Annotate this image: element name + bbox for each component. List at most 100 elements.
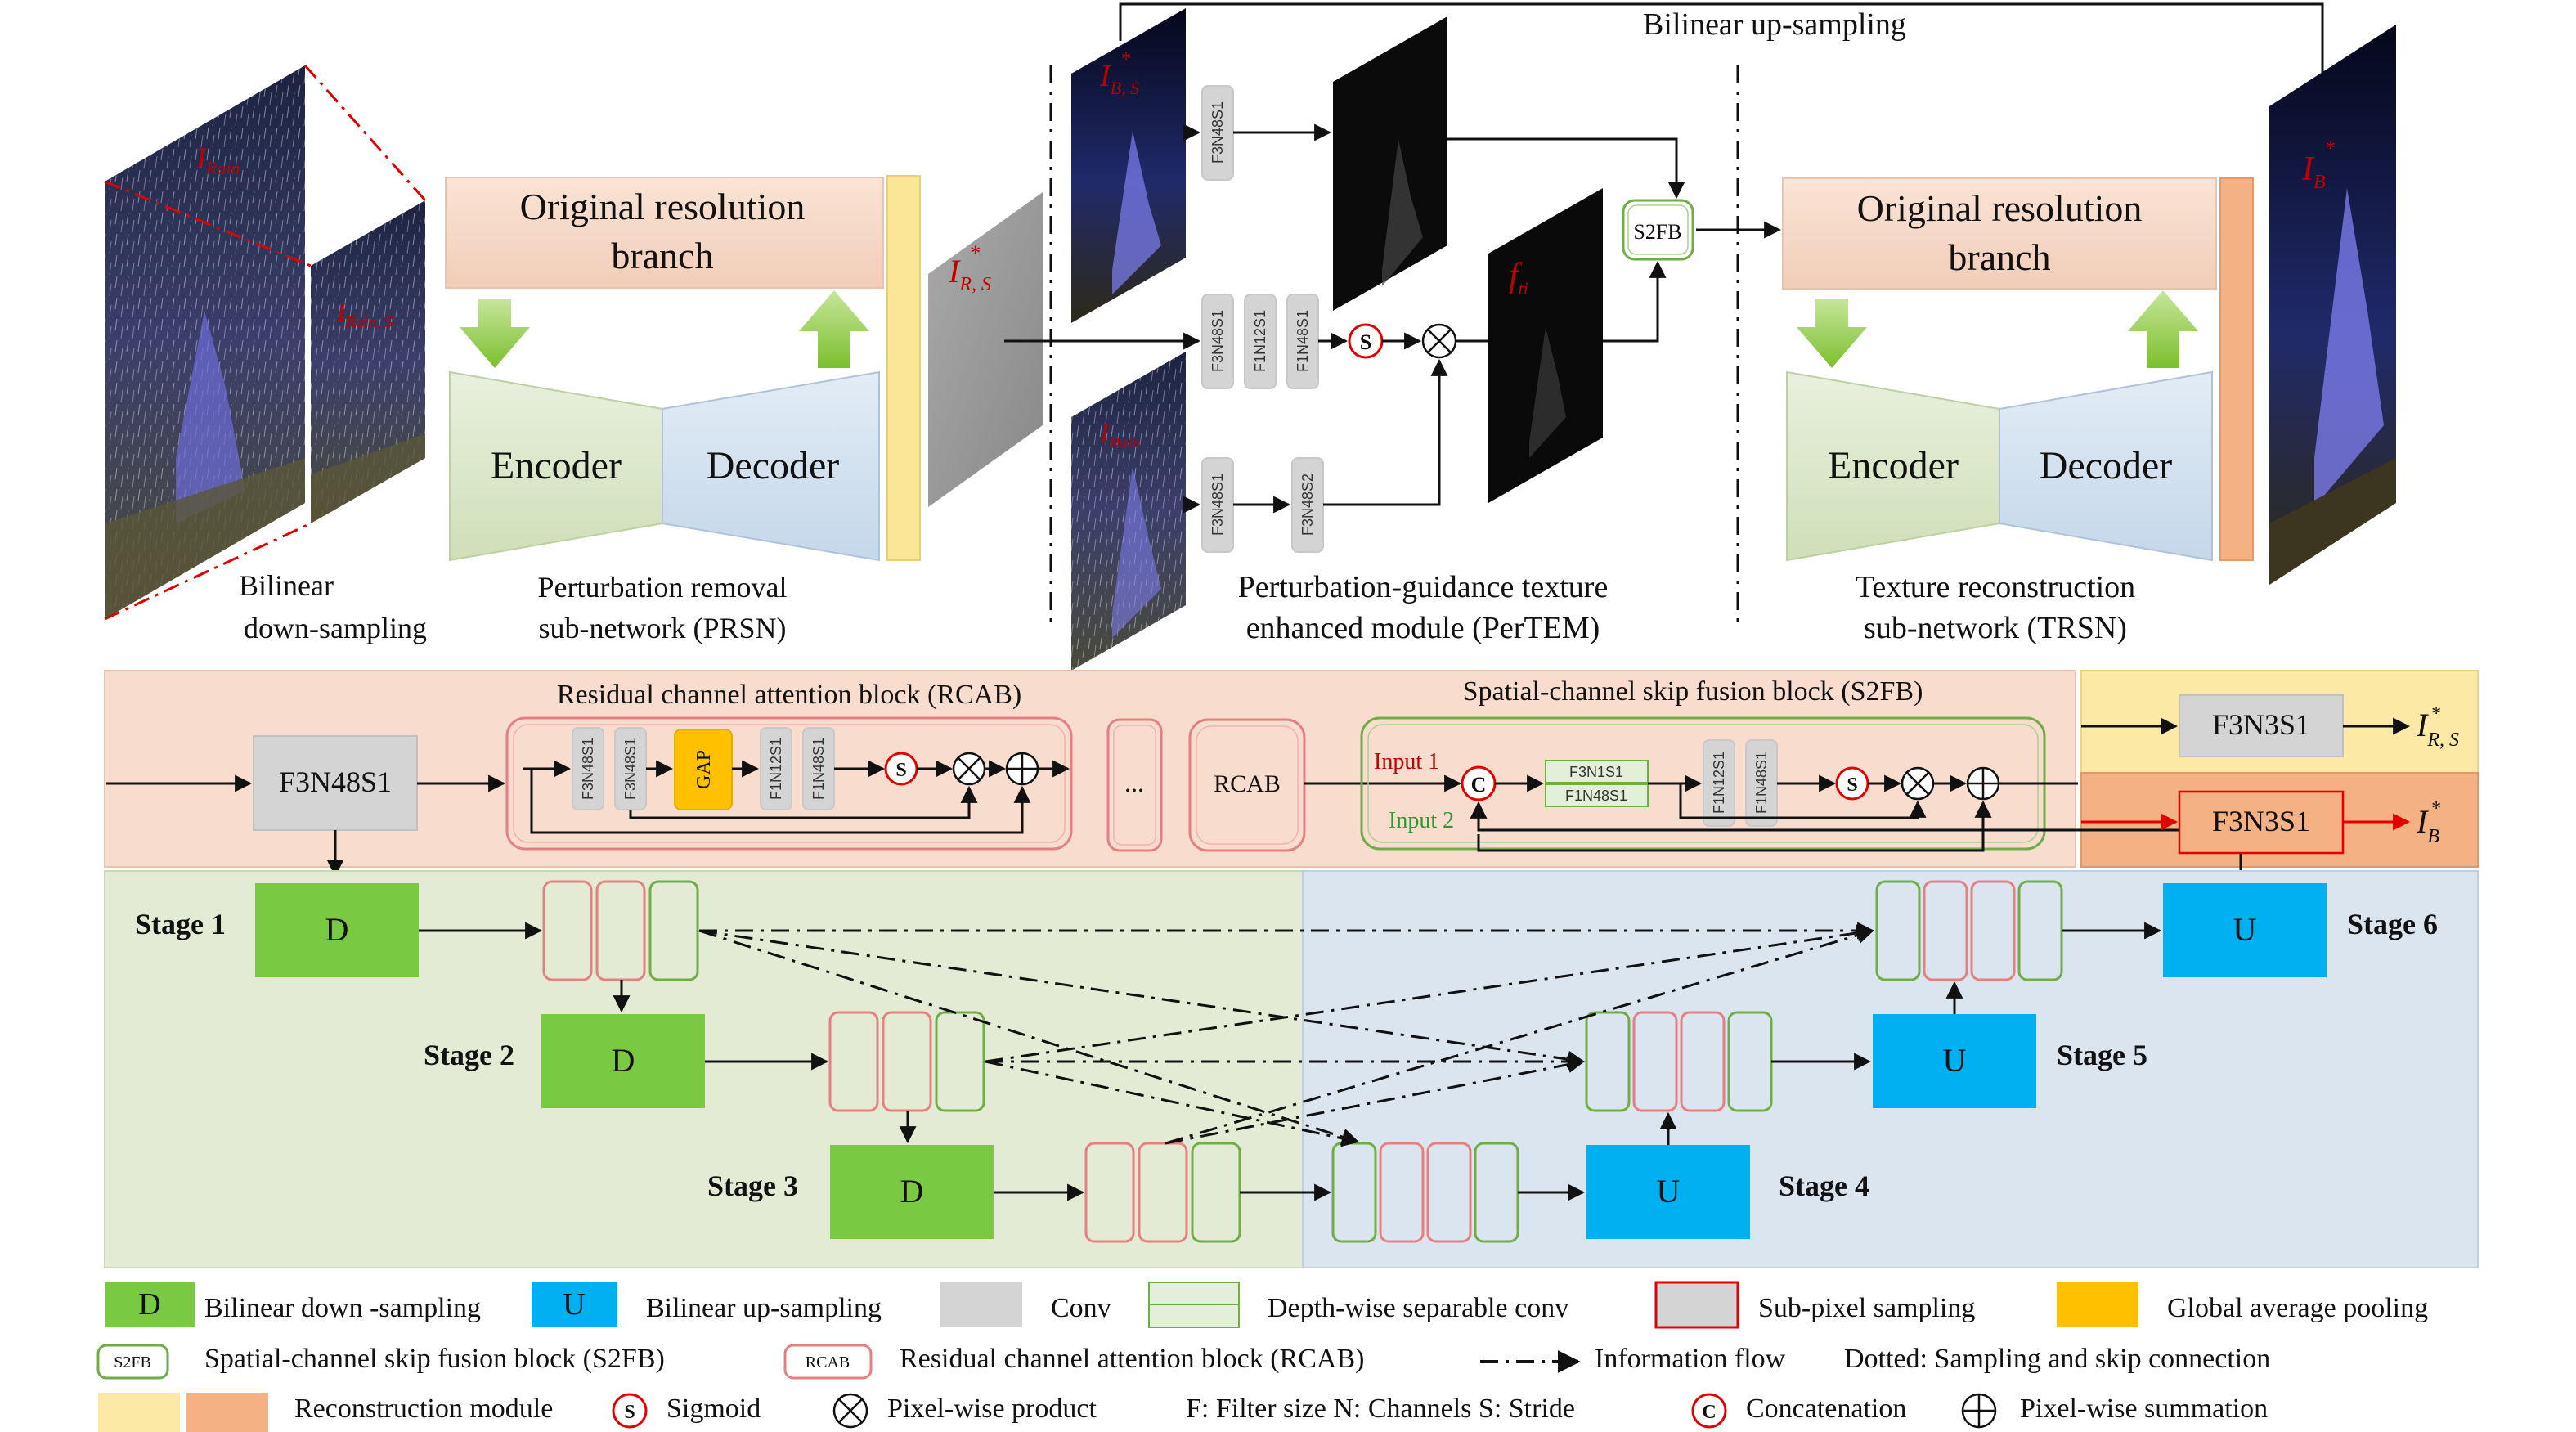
stage1-d-label: D (325, 911, 349, 948)
legend-recon-swatch-yellow (98, 1393, 180, 1432)
prsn-caption-2: sub-network (PRSN) (539, 612, 787, 644)
legend-concat-icon (1691, 1393, 1727, 1429)
prsn-decoder-label: Decoder (707, 444, 840, 487)
stage4-u-label: U (1657, 1173, 1681, 1210)
stage4-label: Stage 4 (1779, 1169, 1869, 1202)
s2fb-conv-2-label: F1N48S1 (1753, 752, 1770, 814)
trsn-up-arrow (2128, 290, 2198, 368)
trsn-decoder (1999, 370, 2213, 562)
output-image (2269, 25, 2396, 585)
pertem-feature-fti (1488, 188, 1603, 503)
legend-sigmoid-icon (612, 1393, 648, 1429)
rcab-sum-icon (1005, 752, 1039, 786)
legend-sigmoid-letter: S (624, 1402, 635, 1423)
rcab-conv-3-label: F1N12S1 (768, 738, 784, 800)
i-rain2-label: IRain (1099, 418, 1140, 452)
i-rs-star: * (969, 241, 980, 265)
rcab-conv-3[interactable] (760, 727, 792, 810)
legend-subpixel-swatch (1654, 1281, 1739, 1329)
stage6-u-label: U (2233, 911, 2257, 948)
s2fb-concat-label: C (1471, 773, 1487, 797)
recon-conv-1[interactable] (2179, 694, 2344, 757)
legend-dw-label: Depth-wise separable conv (1268, 1293, 1568, 1323)
i-b-label: IB (2301, 150, 2326, 193)
ellipsis-label: ... (1124, 768, 1144, 797)
caption-bilinear-down-1: Bilinear (239, 569, 334, 602)
prsn-branch-box (445, 177, 884, 289)
stage5-u-label: U (1943, 1042, 1967, 1079)
rcab-arrows (106, 760, 1070, 878)
legend-u-swatch (532, 1282, 617, 1327)
trsn-branch-label-1: Original resolution (1857, 187, 2143, 229)
s2fb-dw-1-label: F3N1S1 (1569, 764, 1623, 780)
pertem-conv-mid-1[interactable] (1201, 294, 1234, 389)
rcab-conv-1-label: F3N48S1 (580, 738, 596, 800)
rcab-detail-block (505, 716, 1073, 851)
rcab-conv-1[interactable] (572, 727, 604, 810)
pertem-sigmoid-label: S (1360, 330, 1371, 354)
prsn-up-arrow (799, 290, 869, 368)
rcab-title: Residual channel attention block (RCAB) (557, 680, 1021, 710)
recon-conv-2[interactable] (2178, 790, 2345, 855)
s2fb-dw-2[interactable] (1545, 783, 1649, 807)
pertem-caption-1: Perturbation-guidance texture (1238, 570, 1609, 604)
stage6-upsample[interactable] (2163, 883, 2327, 977)
stage5-label: Stage 5 (2057, 1039, 2147, 1071)
s2fb-title: Spatial-channel skip fusion block (S2FB) (1463, 676, 1923, 707)
i-b-star: * (2324, 137, 2335, 160)
trsn-down-arrow (1797, 299, 1867, 368)
prsn-decoder (662, 370, 880, 562)
information-flow (698, 922, 1875, 1147)
legend-sum-label: Pixel-wise summation (2020, 1394, 2268, 1424)
s2fb-input1-label: Input 1 (1374, 749, 1439, 774)
caption-bilinear-up: Bilinear up-sampling (1643, 7, 1906, 42)
s2fb-sigmoid-label: S (1847, 774, 1857, 796)
legend-u-label: Bilinear up-sampling (646, 1293, 882, 1323)
s2fb-input2-label: Input 2 (1389, 808, 1454, 833)
rcab-gap-label: GAP (693, 750, 715, 789)
stage3-downsample[interactable] (830, 1145, 994, 1239)
main-conv-label: F3N48S1 (279, 765, 392, 798)
legend-flow-label: Information flow (1595, 1344, 1786, 1374)
legend-s2fb-swatch (96, 1344, 169, 1380)
pertem-clear-image (1071, 8, 1186, 323)
pertem-conv-mid-2-label: F1N12S1 (1252, 310, 1268, 372)
pertem-s2fb-label: S2FB (1633, 220, 1681, 244)
rcab-block[interactable] (1188, 718, 1306, 852)
s2fb-conv-1[interactable] (1703, 739, 1735, 827)
rain-image-large (105, 65, 305, 619)
s2fb-dw-1[interactable] (1545, 760, 1649, 783)
stage2-label: Stage 2 (424, 1039, 514, 1071)
stage1-label: Stage 1 (135, 908, 226, 940)
s2fb-arrows (1470, 774, 2242, 879)
out-b-star: * (2430, 798, 2440, 819)
out-b-label: IB (2416, 803, 2439, 847)
legend-gap-label: Global average pooling (2167, 1293, 2428, 1323)
stage1-downsample[interactable] (255, 883, 419, 977)
pertem-s2fb-block[interactable] (1622, 199, 1694, 261)
detail-panel (104, 670, 2076, 868)
legend-dw-swatch (1148, 1282, 1240, 1328)
legend-sum-icon (1961, 1393, 1997, 1429)
pertem-conv-top-label: F3N48S1 (1209, 101, 1226, 164)
legend-dotted-label: Dotted: Sampling and skip connection (1844, 1344, 2270, 1374)
stage3-d-label: D (900, 1173, 924, 1210)
legend-d-swatch (105, 1282, 195, 1327)
stage4-upsample[interactable] (1586, 1145, 1750, 1239)
s2fb-dw-2-label: F1N48S1 (1565, 788, 1627, 804)
stage2-d-label: D (612, 1042, 635, 1079)
prsn-branch-label-1: Original resolution (520, 186, 806, 227)
s2fb-conv-1-label: F1N12S1 (1711, 752, 1727, 814)
main-conv-block[interactable] (253, 735, 418, 831)
ellipsis-block (1106, 718, 1163, 852)
i-bs-label: IB, S (1099, 59, 1139, 98)
pertem-conv-mid-2[interactable] (1244, 294, 1277, 389)
rcab-conv-2-label: F3N48S1 (622, 738, 639, 800)
stage5-upsample[interactable] (1873, 1014, 2036, 1108)
legend-rcab-label: Residual channel attention block (RCAB) (900, 1344, 1364, 1374)
prsn-branch-label-2: branch (611, 235, 713, 276)
stage2-downsample[interactable] (541, 1014, 705, 1108)
pertem-product-icon (1421, 323, 1457, 359)
legend-concat-letter: C (1702, 1402, 1716, 1423)
